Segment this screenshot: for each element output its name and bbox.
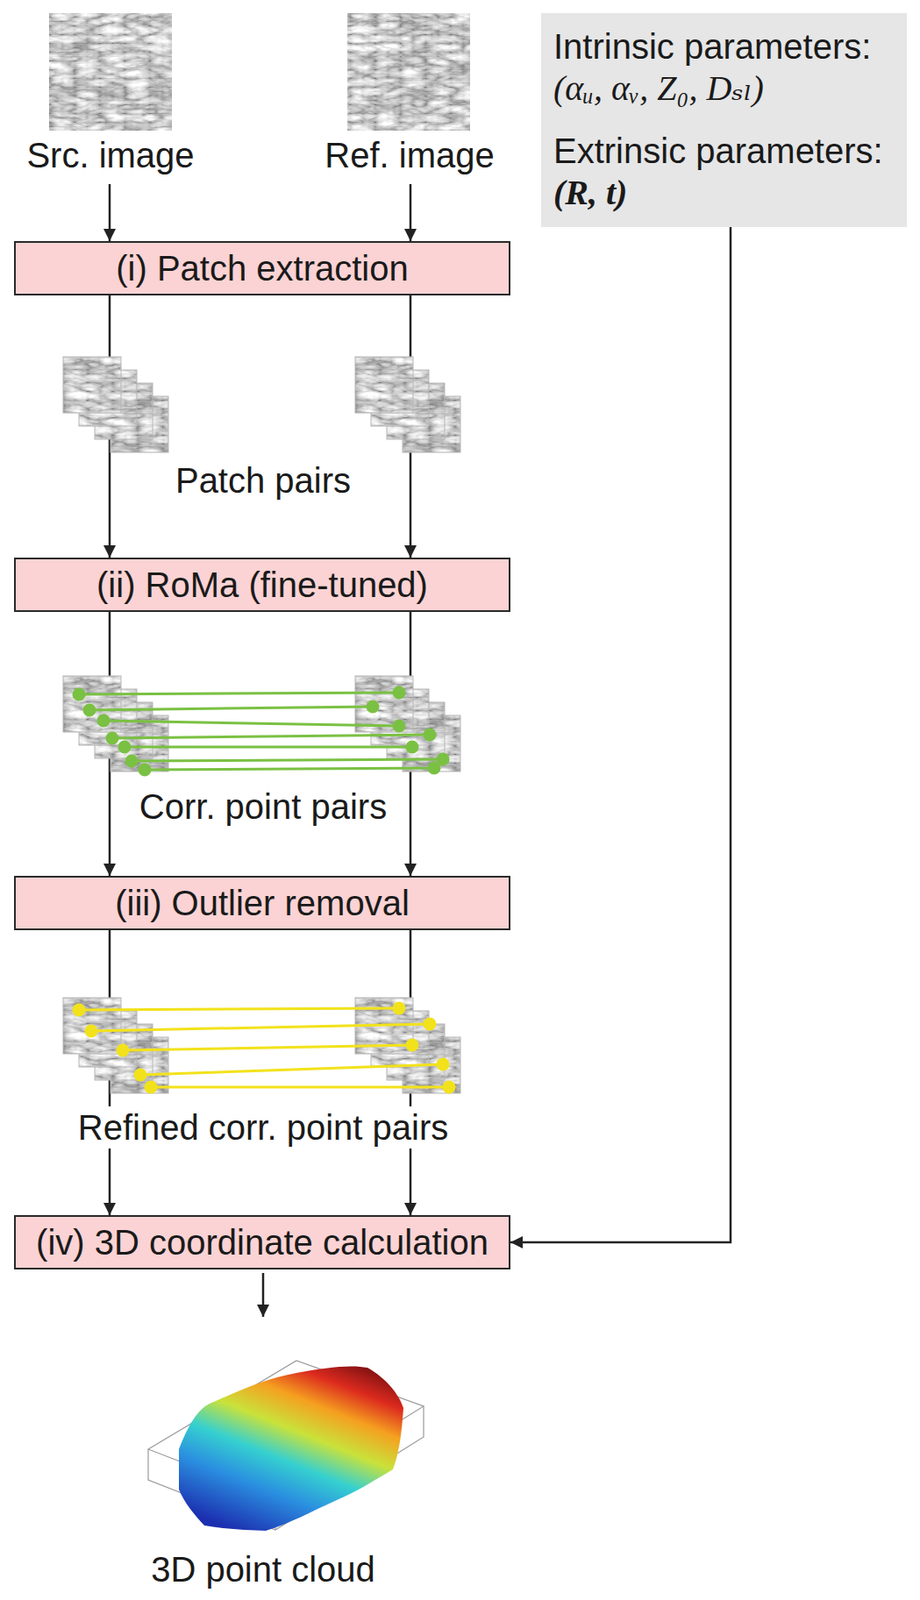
step-label: (iv) 3D coordinate calculation <box>35 1221 489 1264</box>
source-image <box>49 13 172 131</box>
input-arrow <box>108 184 112 242</box>
patch-stack <box>63 356 169 453</box>
point-cloud <box>178 1366 404 1532</box>
caption-label: 3D point cloud <box>145 1548 381 1591</box>
output-arrow <box>262 1273 265 1318</box>
parameter-text: (R, t) <box>553 171 895 214</box>
step-label: (i) Patch extraction <box>115 247 408 290</box>
reference-image <box>347 13 471 131</box>
flow-arrow <box>510 227 731 1243</box>
caption-label: Src. image <box>21 134 200 177</box>
patch-stack <box>63 676 169 772</box>
parameter-text: Intrinsic parameters: <box>553 25 895 68</box>
step-label: (ii) RoMa (fine-tuned) <box>96 563 428 607</box>
refined-correspondence-lines <box>73 1003 455 1093</box>
parameter-panel: Intrinsic parameters:(αᵤ, αᵥ, Z₀, Dₛₗ) Ex… <box>541 13 907 228</box>
process-box: (iii) Outlier removal <box>14 876 511 931</box>
patch-stack <box>355 676 461 772</box>
parameter-text: (αᵤ, αᵥ, Z₀, Dₛₗ) <box>553 67 895 109</box>
patch-stack <box>355 356 461 453</box>
input-arrow <box>409 184 413 242</box>
process-box: (iv) 3D coordinate calculation <box>14 1215 511 1270</box>
step-label: (iii) Outlier removal <box>114 882 410 925</box>
caption-label: Refined corr. point pairs <box>72 1106 454 1149</box>
parameter-text: Extrinsic parameters: <box>553 129 895 172</box>
process-box: (i) Patch extraction <box>14 241 511 296</box>
caption-label: Ref. image <box>319 134 500 177</box>
caption-label: Patch pairs <box>170 459 357 502</box>
correspondence-lines <box>73 687 449 776</box>
caption-label: Corr. point pairs <box>134 785 393 828</box>
patch-stack <box>63 998 169 1094</box>
process-box: (ii) RoMa (fine-tuned) <box>14 557 511 613</box>
point-cloud-box <box>148 1361 424 1531</box>
